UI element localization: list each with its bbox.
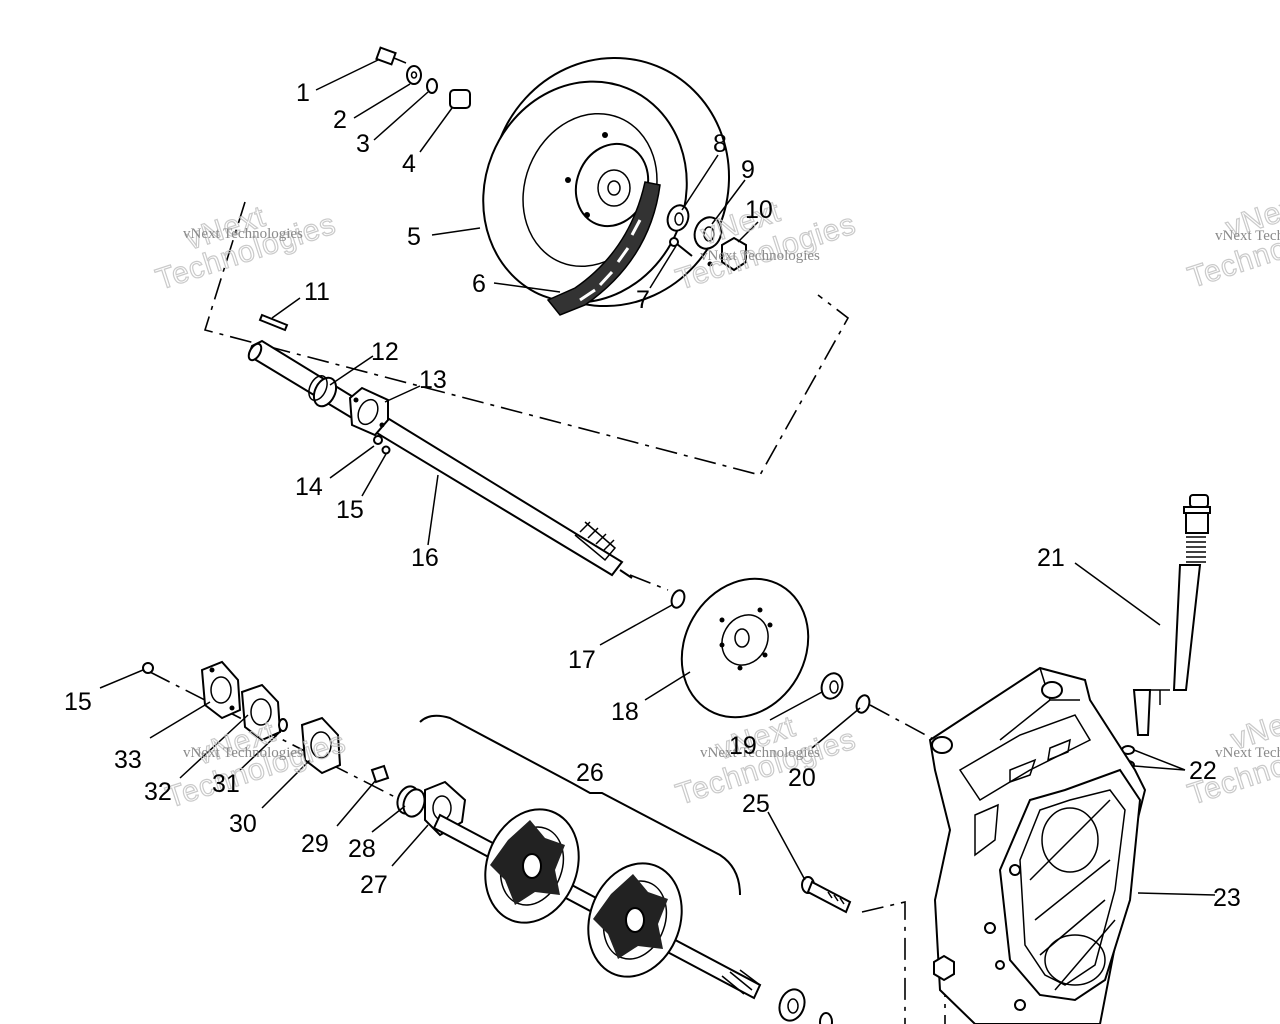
callout-12: 12 [371,338,399,366]
washer-part-15-top [381,445,391,455]
driveshaft-part-26 [432,808,762,1000]
leader-lines [99,59,1216,896]
callout-33: 33 [114,746,142,774]
callout-11: 11 [304,278,330,306]
callout-23: 23 [1213,884,1241,912]
callout-9: 9 [741,156,755,184]
callout-5: 5 [407,223,421,251]
nut-part-14 [373,435,383,445]
callout-15-top: 15 [336,496,364,524]
callout-10: 10 [745,196,773,224]
callout-20: 20 [788,764,816,792]
nut-part-10 [707,236,747,272]
screw-part-7 [669,237,693,257]
callout-4: 4 [402,150,416,178]
washer-part-8 [666,204,690,232]
bearing-part-bottom [778,988,833,1024]
flange-part-33 [200,660,242,720]
callout-8: 8 [713,130,727,158]
callout-7: 7 [636,286,650,314]
flange-part-30 [300,716,342,775]
bearing-part-28 [396,785,426,818]
callout-16: 16 [411,544,439,572]
sprocket-b [587,862,683,978]
callout-27: 27 [360,871,388,899]
svg-text:vNext Technologies: vNext Technologies [700,248,820,264]
callout-29: 29 [301,830,329,858]
sprocket-a [484,808,580,924]
svg-text:vNext Technologies: vNext Technologies [1215,745,1280,761]
callout-17: 17 [568,646,596,674]
svg-text:vNext Technologies: vNext Technologies [183,745,303,761]
bolt-part-1 [375,46,407,66]
callout-15-bottom: 15 [64,688,92,716]
callout-28: 28 [348,835,376,863]
washer-part-9 [693,216,723,250]
washer-part-2 [406,65,422,85]
flange-part-13 [348,386,389,437]
callout-18: 18 [611,698,639,726]
seal-part-31 [278,718,288,732]
bolt-part-25 [801,876,852,914]
shaft-part-16 [247,339,633,579]
nut-bottom [933,954,955,982]
housing-part-27 [424,780,467,837]
callout-1: 1 [296,79,310,107]
disc-part-18 [680,577,810,719]
seal-part-19 [820,672,844,700]
chain-part-6 [546,181,661,316]
callout-31: 31 [212,770,240,798]
dipstick-part-21 [1132,494,1211,736]
callout-30: 30 [229,810,257,838]
callout-21: 21 [1037,544,1065,572]
callout-25: 25 [742,790,770,818]
callout-3: 3 [356,130,370,158]
svg-text:vNext Technologies: vNext Technologies [1215,228,1280,244]
bolt-part-29 [370,764,390,784]
callout-14: 14 [295,473,323,501]
callout-19: 19 [729,732,757,760]
chaincase-part-23 [928,666,1147,1024]
key-part-11 [258,313,289,332]
spacer-part-4 [449,89,471,109]
callout-2: 2 [333,106,347,134]
washer-part-3 [426,78,438,94]
callout-32: 32 [144,778,172,806]
washer-part-15-bottom [142,662,154,674]
callout-13: 13 [419,366,447,394]
assembly-outline [149,201,946,1024]
callout-22: 22 [1189,757,1217,785]
svg-text:vNext Technologies: vNext Technologies [700,745,820,761]
ring-part-17 [670,589,686,609]
sheave-part-5 [482,56,731,308]
svg-text:vNext Technologies: vNext Technologies [183,226,303,242]
bracket-26 [419,714,741,896]
callout-6: 6 [472,270,486,298]
callout-labels: 1 2 3 4 5 6 7 8 9 10 11 12 13 14 15 16 1… [64,79,1241,912]
callout-26: 26 [576,759,604,787]
